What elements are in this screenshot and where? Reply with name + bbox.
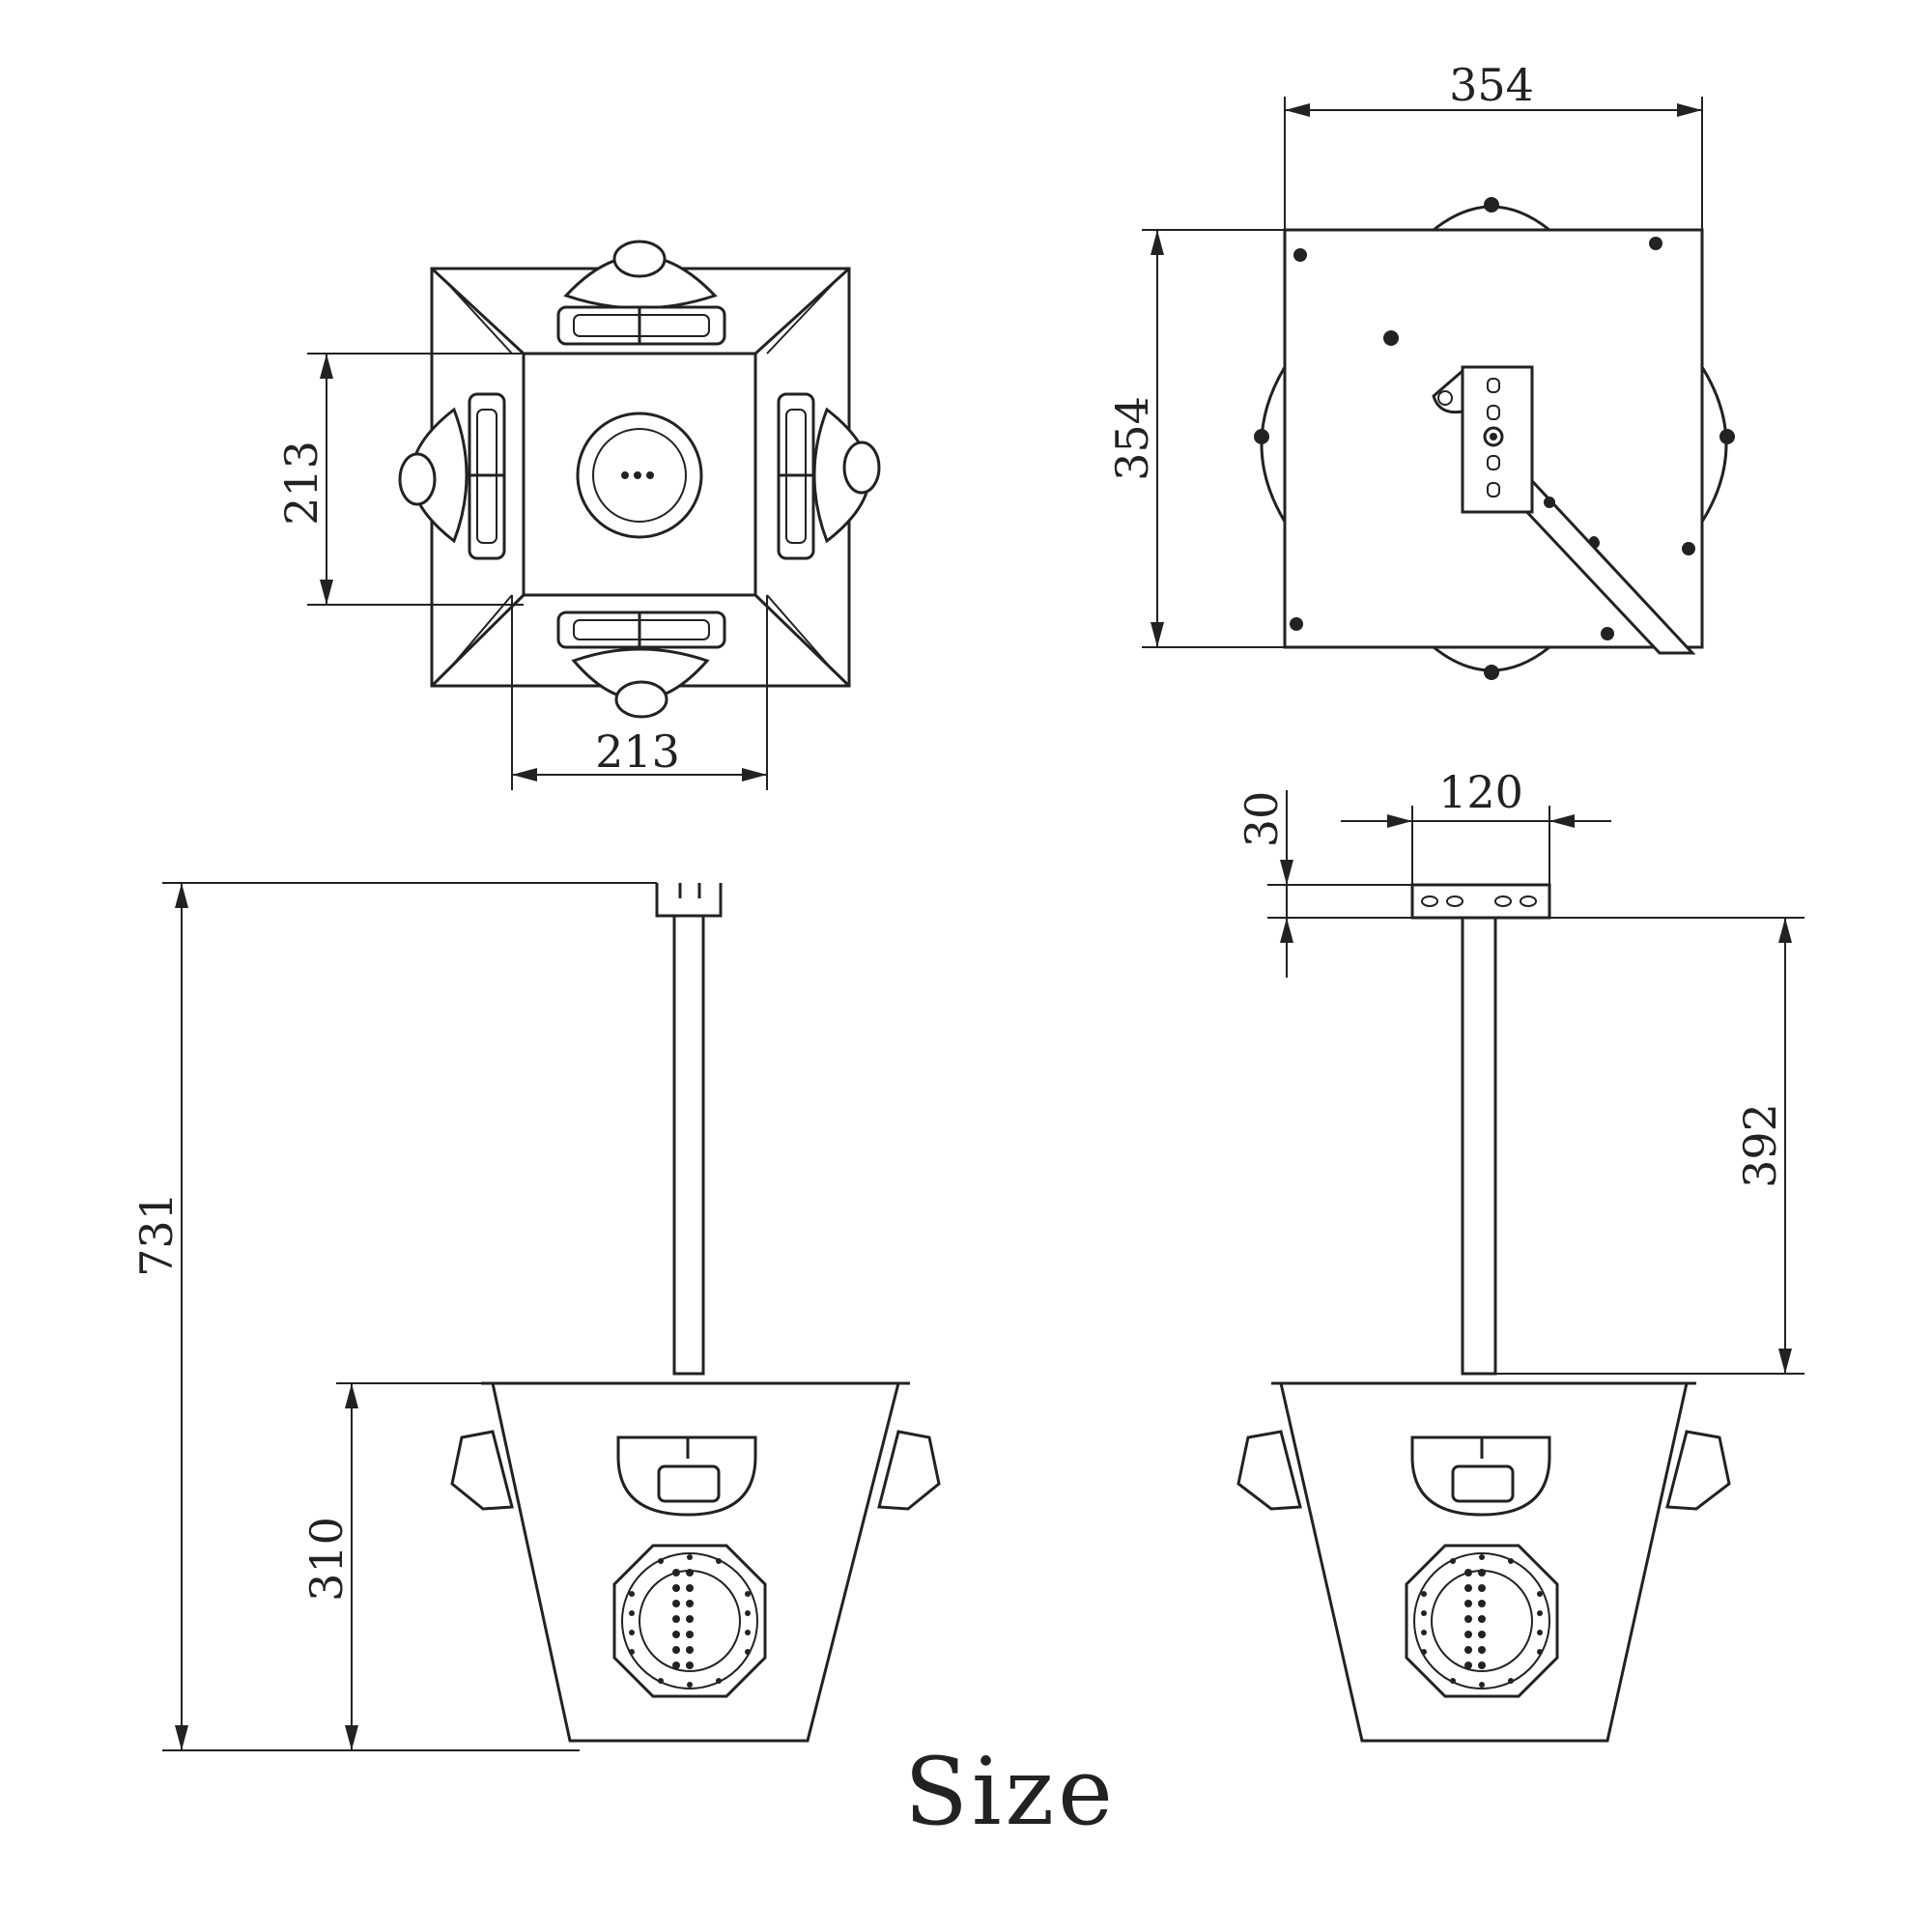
front-view: 731 310: [130, 882, 941, 1751]
side-light-top: [556, 240, 726, 346]
center-light: [576, 412, 703, 539]
top-view-height-label: 213: [275, 440, 327, 526]
pole-length-label: 392: [1734, 1103, 1786, 1188]
side-top-lamp: [1410, 1435, 1551, 1517]
front-main-lamp: [612, 1544, 767, 1698]
bracket-width-label: 120: [1438, 766, 1523, 818]
side-main-lamp: [1405, 1544, 1559, 1698]
top-view-width-label: 213: [595, 725, 680, 778]
top-lamp: [616, 1435, 757, 1517]
total-height-label: 731: [130, 1192, 183, 1277]
side-light-bottom: [556, 611, 726, 719]
mount-bracket: [1432, 365, 1696, 655]
top-view: 213 213: [275, 240, 881, 790]
side-view: 120 30 392: [1236, 766, 1804, 1743]
back-view-height-label: 354: [1106, 396, 1158, 481]
side-light-left: [398, 392, 506, 560]
body-height-label: 310: [300, 1517, 353, 1602]
back-view: 354 354: [1106, 59, 1735, 680]
side-light-right: [777, 392, 881, 560]
bracket-thickness-label: 30: [1236, 791, 1288, 848]
caption-size: Size: [904, 1738, 1117, 1846]
back-view-width-label: 354: [1449, 59, 1534, 111]
